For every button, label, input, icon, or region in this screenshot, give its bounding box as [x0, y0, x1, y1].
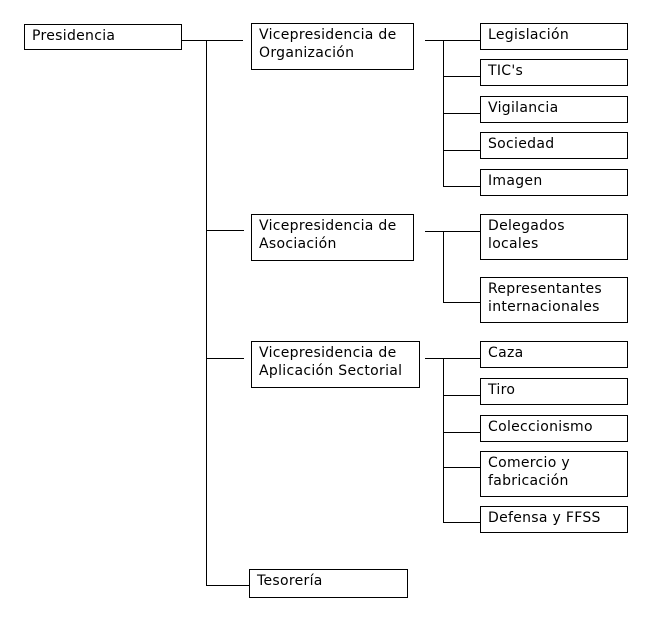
- connector-asociacion-trunk: [443, 231, 444, 303]
- connector-to-tesoreria: [206, 585, 249, 586]
- connector-to-sociedad: [443, 150, 480, 151]
- connector-to-vigilancia: [443, 113, 480, 114]
- node-representantes: Representantes internacionales: [480, 277, 628, 323]
- connector-vp-organizacion-out: [425, 40, 480, 41]
- node-imagen: Imagen: [480, 169, 628, 196]
- connector-to-representantes: [443, 302, 480, 303]
- node-legislacion: Legislación: [480, 23, 628, 50]
- node-tesoreria: Tesorería: [249, 569, 408, 598]
- connector-aplicacion-trunk: [443, 358, 444, 523]
- node-presidencia: Presidencia: [24, 24, 182, 50]
- node-comercio: Comercio y fabricación: [480, 451, 628, 497]
- node-vigilancia: Vigilancia: [480, 96, 628, 123]
- node-coleccionismo: Coleccionismo: [480, 415, 628, 442]
- node-sociedad: Sociedad: [480, 132, 628, 159]
- connector-vp-aplicacion-out: [425, 358, 480, 359]
- connector-to-coleccionismo: [443, 432, 480, 433]
- node-caza: Caza: [480, 341, 628, 368]
- connector-to-comercio: [443, 467, 480, 468]
- node-tics: TIC's: [480, 59, 628, 86]
- connector-to-vp-aplicacion: [206, 358, 244, 359]
- node-defensa: Defensa y FFSS: [480, 506, 628, 533]
- node-delegados: Delegados locales: [480, 214, 628, 260]
- connector-to-defensa: [443, 522, 480, 523]
- connector-to-vp-asociacion: [206, 230, 244, 231]
- connector-main-trunk: [206, 40, 207, 585]
- node-vp-aplicacion: Vicepresidencia de Aplicación Sectorial: [251, 341, 420, 388]
- connector-presidencia: [182, 40, 243, 41]
- node-vp-organizacion: Vicepresidencia de Organización: [251, 23, 414, 70]
- node-tiro: Tiro: [480, 378, 628, 405]
- connector-to-tics: [443, 76, 480, 77]
- connector-to-imagen: [443, 186, 480, 187]
- node-vp-asociacion: Vicepresidencia de Asociación: [251, 214, 414, 261]
- connector-to-tiro: [443, 395, 480, 396]
- connector-vp-asociacion-out: [425, 231, 480, 232]
